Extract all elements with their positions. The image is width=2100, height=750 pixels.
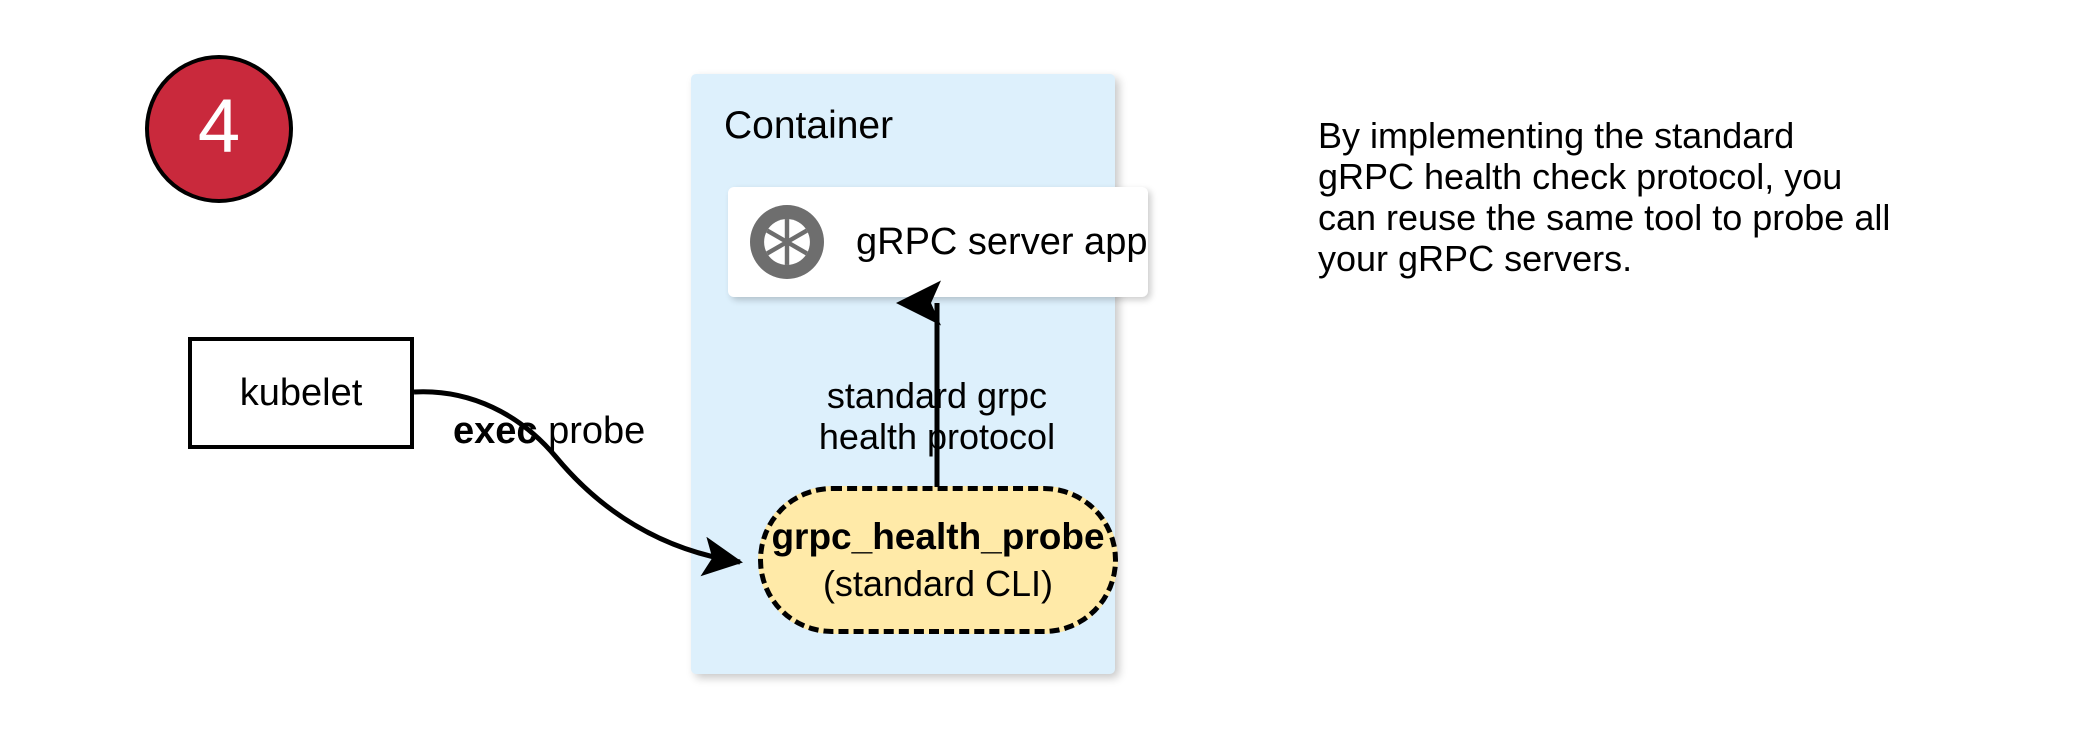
- kubelet-label: kubelet: [239, 372, 363, 414]
- grpc-aperture-icon: [750, 205, 824, 279]
- exec-probe-rest-text: probe: [537, 410, 646, 452]
- explanatory-note-line4: your gRPC servers.: [1318, 238, 1633, 279]
- protocol-label-line1: standard grpc: [826, 375, 1048, 416]
- explanatory-note-line2: gRPC health check protocol, you: [1318, 156, 1843, 197]
- exec-probe-edge-label: exec probe: [453, 412, 645, 450]
- protocol-edge-label: standard grpc health protocol: [797, 375, 1077, 457]
- container-label: Container: [724, 104, 894, 147]
- explanatory-note-line3: can reuse the same tool to probe all: [1318, 197, 1891, 238]
- grpc-health-probe-title: grpc_health_probe: [771, 516, 1105, 557]
- exec-probe-bold-text: exec: [453, 410, 538, 452]
- explanatory-note: By implementing the standard gRPC health…: [1318, 115, 1938, 279]
- step-number-badge: 4: [145, 55, 293, 203]
- grpc-health-probe-subtitle: (standard CLI): [822, 563, 1054, 604]
- kubelet-box: kubelet: [188, 337, 414, 449]
- grpc-server-app-card: gRPC server app: [728, 187, 1148, 297]
- explanatory-note-line1: By implementing the standard: [1318, 115, 1795, 156]
- step-number-label: 4: [197, 84, 241, 169]
- grpc-server-app-label: gRPC server app: [856, 221, 1148, 263]
- protocol-label-line2: health protocol: [818, 416, 1056, 457]
- grpc-health-probe-pill: grpc_health_probe (standard CLI): [758, 486, 1118, 634]
